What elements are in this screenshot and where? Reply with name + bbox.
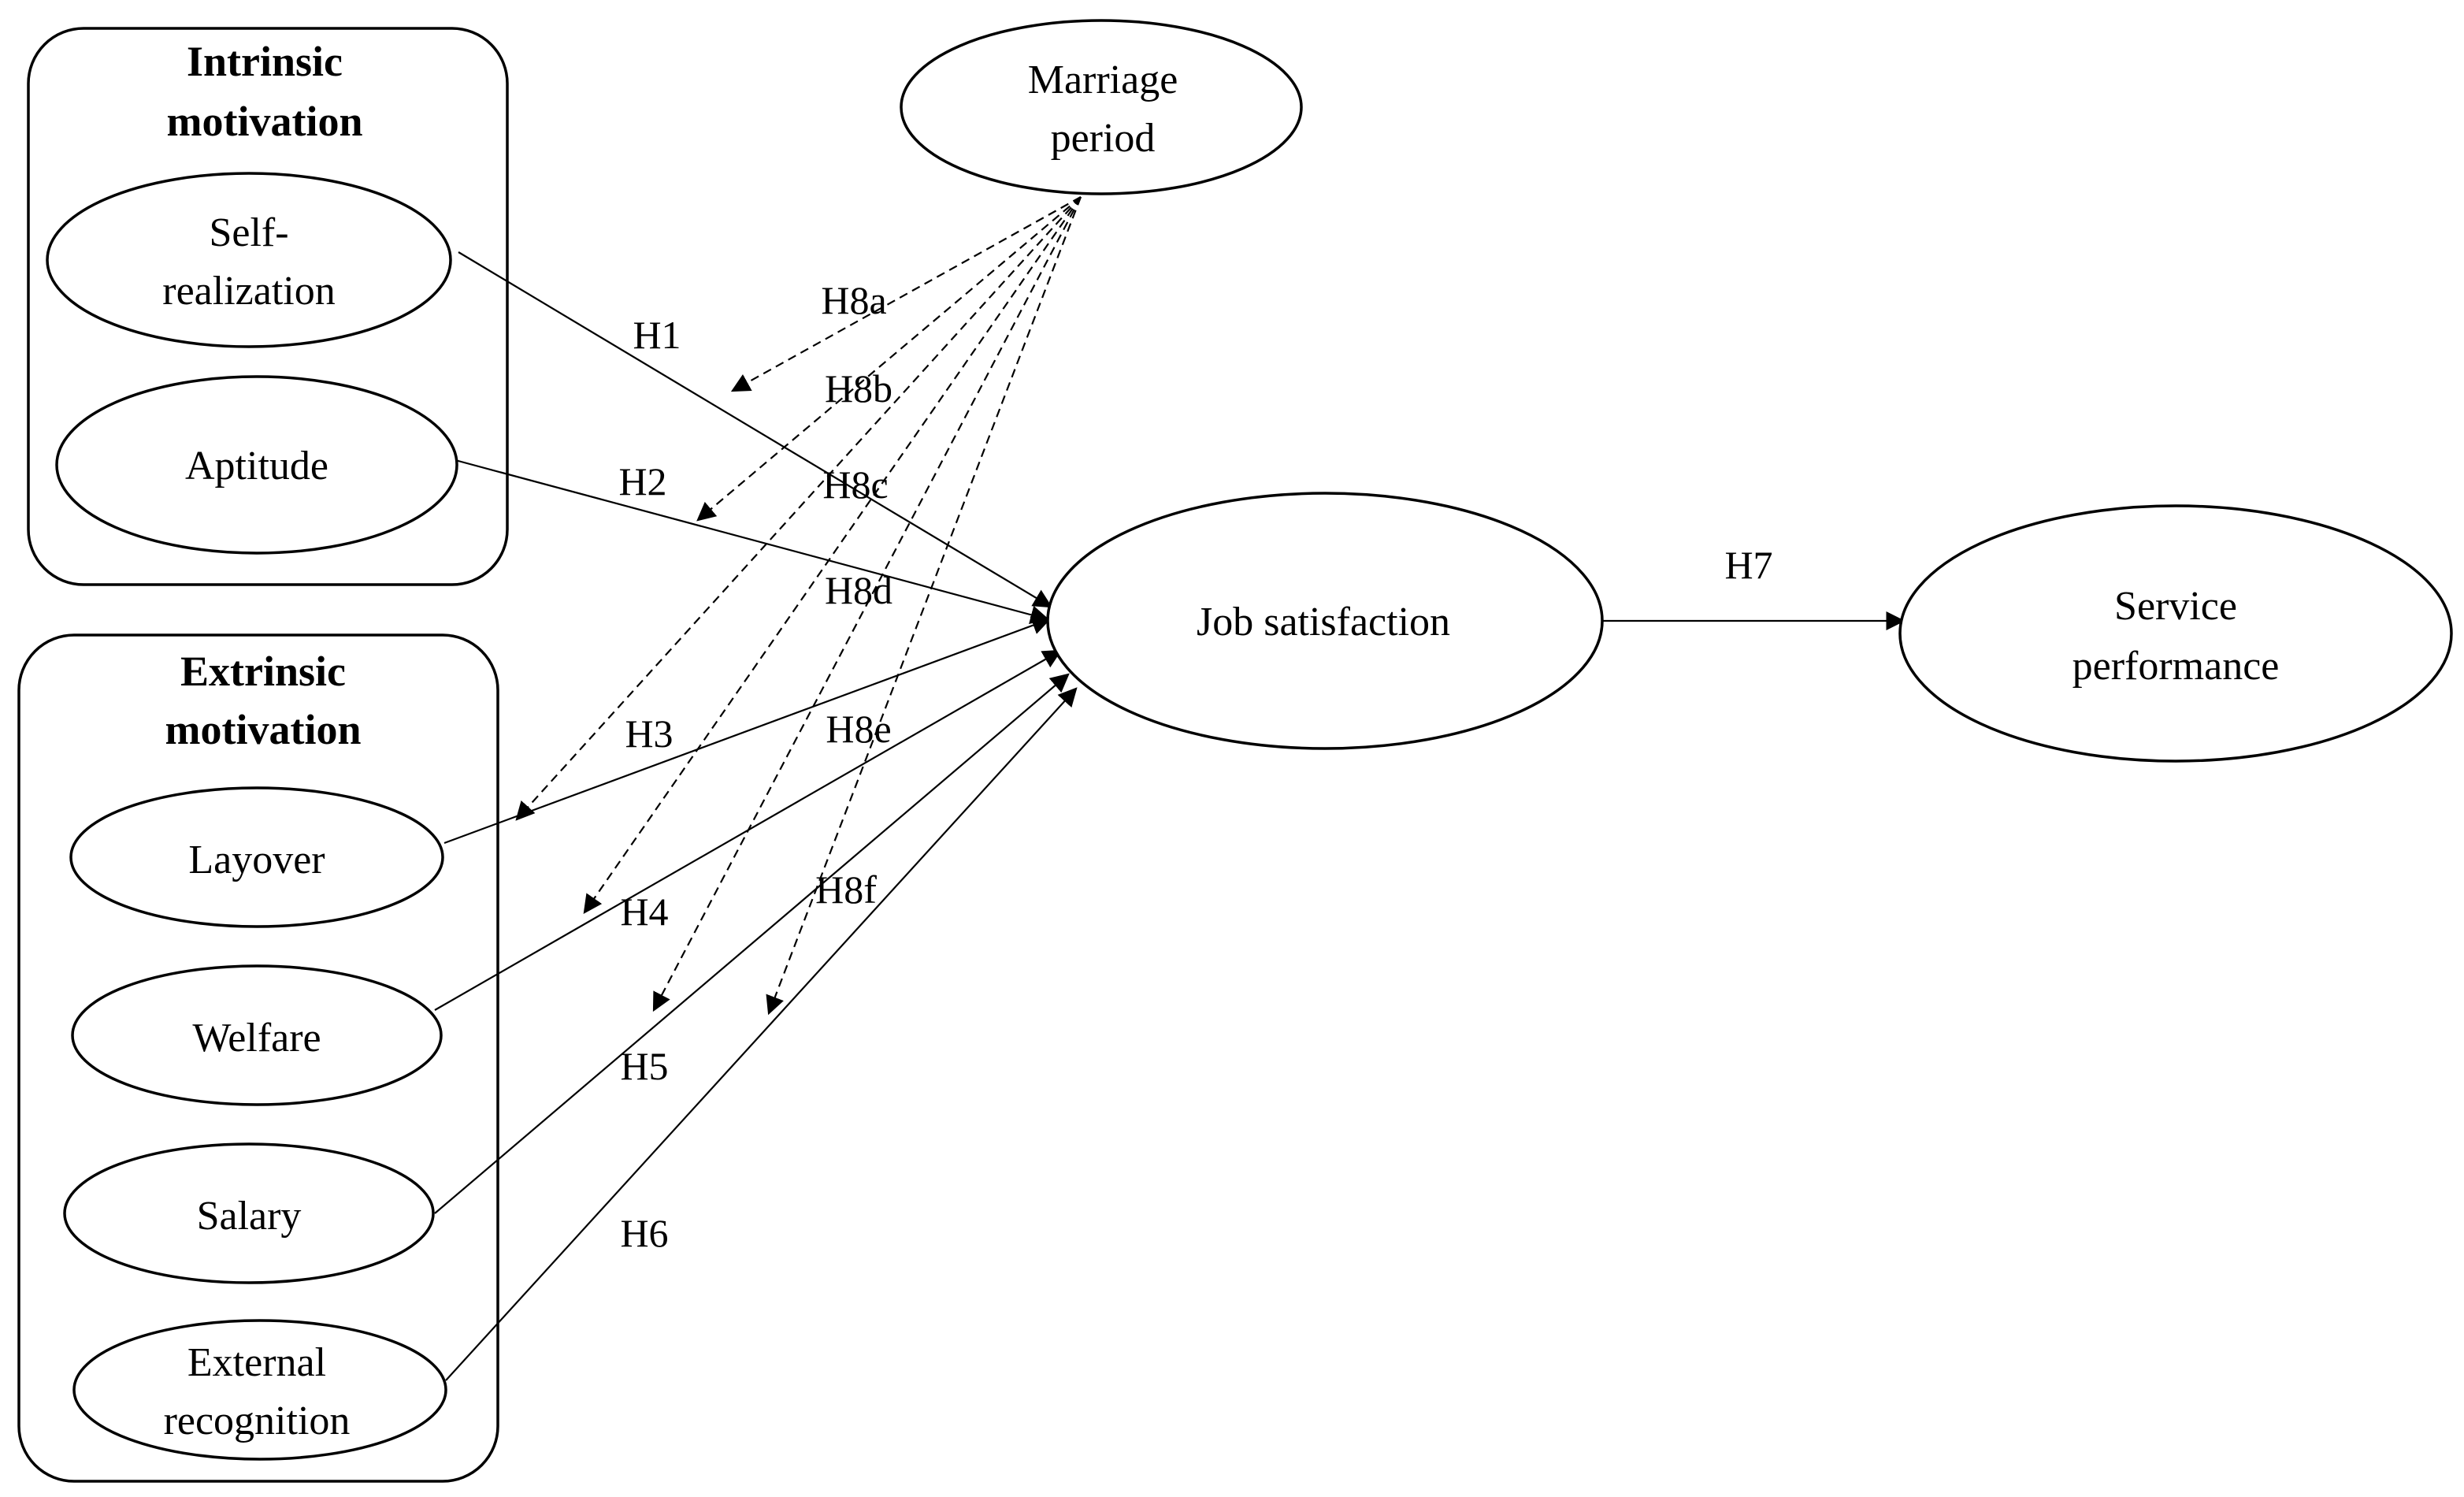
- intrinsic-motivation-group: [27, 27, 509, 586]
- label-h5: H5: [620, 1044, 668, 1088]
- label-h8d: H8d: [825, 568, 892, 612]
- salary-node: [63, 1142, 435, 1284]
- label-h7: H7: [1724, 543, 1772, 587]
- welfare-label: Welfare: [192, 1016, 321, 1061]
- external-recognition-node: [72, 1319, 447, 1461]
- path-h3: [443, 616, 1052, 845]
- label-h3: H3: [625, 711, 673, 756]
- service-performance-node: [1898, 504, 2453, 763]
- aptitude-label: Aptitude: [185, 444, 328, 488]
- intrinsic-motivation-title: Intrinsic: [187, 38, 343, 85]
- marriage-period-label: Marriage: [1028, 58, 1178, 102]
- self-realization-label: Self-: [209, 210, 288, 255]
- external-recognition-label-line2: recognition: [164, 1399, 351, 1443]
- self-realization-node: [46, 172, 452, 348]
- external-recognition-label: External: [187, 1340, 326, 1385]
- extrinsic-motivation-title: Extrinsic: [180, 648, 346, 695]
- marriage-period-node: [900, 19, 1303, 195]
- self-realization-label-line2: realization: [162, 269, 335, 314]
- path-h8b: [696, 196, 1082, 522]
- aptitude-node: [55, 375, 458, 555]
- path-h5: [434, 673, 1070, 1214]
- label-h8a: H8a: [821, 278, 886, 322]
- job-satisfaction-label: Job satisfaction: [1197, 600, 1450, 644]
- path-h8f: [766, 196, 1082, 1016]
- path-h2: [455, 459, 1050, 624]
- extrinsic-motivation-title-line2: motivation: [165, 706, 362, 753]
- marriage-period-label-line2: period: [1051, 116, 1156, 161]
- label-h8f: H8f: [815, 867, 877, 912]
- service-performance-label-line2: performance: [2073, 644, 2280, 689]
- label-h4: H4: [620, 890, 668, 934]
- path-h8d: [583, 196, 1082, 914]
- label-h8b: H8b: [825, 366, 892, 410]
- path-h6: [445, 687, 1078, 1381]
- path-h8e: [652, 196, 1082, 1012]
- salary-label: Salary: [197, 1194, 302, 1239]
- label-h6: H6: [620, 1211, 668, 1255]
- job-satisfaction-node: [1046, 492, 1604, 750]
- welfare-node: [71, 964, 443, 1106]
- extrinsic-motivation-group: [17, 633, 499, 1483]
- path-h1: [458, 251, 1053, 608]
- service-performance-label: Service: [2114, 584, 2237, 629]
- layover-node: [69, 786, 444, 928]
- path-h8c: [515, 196, 1082, 821]
- intrinsic-motivation-title-line2: motivation: [167, 98, 363, 145]
- label-h8c: H8c: [822, 462, 888, 507]
- layover-label: Layover: [188, 838, 325, 882]
- path-h8a: [730, 196, 1082, 392]
- label-h2: H2: [618, 459, 666, 503]
- label-h8e: H8e: [826, 707, 891, 751]
- path-h4: [434, 649, 1063, 1011]
- label-h1: H1: [633, 313, 681, 357]
